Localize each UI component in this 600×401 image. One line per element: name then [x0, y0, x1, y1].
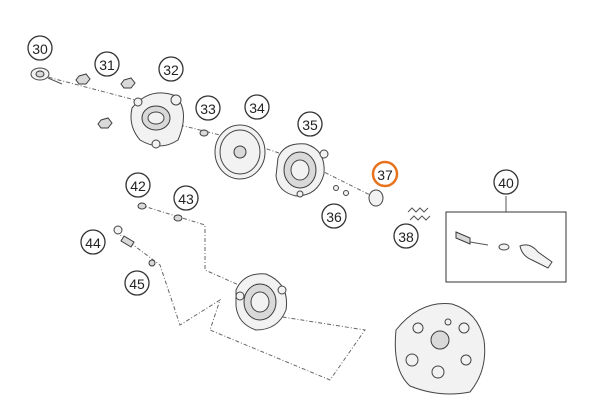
part-34-diaphragm[interactable]: [214, 124, 266, 180]
part-37-o-ring[interactable]: [368, 189, 384, 207]
callout-33-label: 33: [200, 101, 216, 117]
part-42-bolt[interactable]: [137, 202, 147, 210]
part-44-screw[interactable]: [148, 259, 156, 267]
callout-38[interactable]: 38: [393, 223, 419, 249]
callout-44-label: 44: [85, 235, 101, 251]
part-45-bolt[interactable]: [173, 214, 183, 222]
callout-33[interactable]: 33: [195, 95, 221, 121]
callout-33-circle: [195, 95, 221, 121]
callout-30-circle: [27, 35, 53, 61]
callout-35-circle: [297, 111, 323, 137]
engine-case[interactable]: [394, 303, 486, 395]
callout-40[interactable]: 40: [493, 169, 519, 195]
callout-40-circle: [493, 169, 519, 195]
callout-30-label: 30: [32, 41, 48, 57]
callout-group: 30 31 32 33 34 35 36 37 38 40 42 43 44 45: [27, 35, 519, 296]
part-30-cable[interactable]: [30, 67, 63, 85]
callout-44-circle: [80, 229, 106, 255]
callout-35[interactable]: 35: [297, 111, 323, 137]
callout-43-circle: [173, 185, 199, 211]
assembly-line-upper: [39, 74, 151, 111]
callout-34[interactable]: 34: [244, 94, 270, 120]
part-31-nuts[interactable]: [75, 73, 136, 129]
callout-31-label: 31: [99, 57, 115, 73]
part-36-balls[interactable]: [333, 185, 349, 196]
part-32-cover[interactable]: [130, 92, 184, 149]
callout-40-label: 40: [498, 175, 514, 191]
callout-31[interactable]: 31: [94, 51, 120, 77]
callout-35-label: 35: [302, 117, 318, 133]
callout-43-label: 43: [178, 191, 194, 207]
part-40-kit-box[interactable]: [445, 196, 567, 283]
callout-37-label: 37: [377, 167, 393, 183]
callout-37-circle: [371, 160, 399, 188]
callout-32-label: 32: [163, 62, 179, 78]
callout-37[interactable]: 37: [371, 160, 399, 188]
callout-44[interactable]: 44: [80, 229, 106, 255]
callout-38-label: 38: [398, 229, 414, 245]
assembly-line-lower: [119, 204, 366, 381]
callout-38-circle: [393, 223, 419, 249]
lower-valve-cover[interactable]: [235, 273, 288, 331]
callout-34-label: 34: [249, 100, 265, 116]
callout-32[interactable]: 32: [158, 56, 184, 82]
callout-31-circle: [94, 51, 120, 77]
callout-45[interactable]: 45: [124, 270, 150, 296]
callout-30[interactable]: 30: [27, 35, 53, 61]
callout-42-circle: [125, 172, 151, 198]
callout-42[interactable]: 42: [125, 172, 151, 198]
callout-36[interactable]: 36: [321, 203, 347, 229]
part-35-housing[interactable]: [275, 143, 329, 198]
callout-45-circle: [124, 270, 150, 296]
callout-36-circle: [321, 203, 347, 229]
part-38-spring[interactable]: [407, 207, 431, 221]
assembly-line-middle: [179, 124, 381, 201]
callout-34-circle: [244, 94, 270, 120]
part-33-screw[interactable]: [199, 129, 209, 137]
callout-32-circle: [158, 56, 184, 82]
callout-42-label: 42: [130, 178, 146, 194]
callout-43[interactable]: 43: [173, 185, 199, 211]
callout-36-label: 36: [326, 209, 342, 225]
callout-45-label: 45: [129, 276, 145, 292]
part-43-adapter[interactable]: [113, 225, 135, 248]
